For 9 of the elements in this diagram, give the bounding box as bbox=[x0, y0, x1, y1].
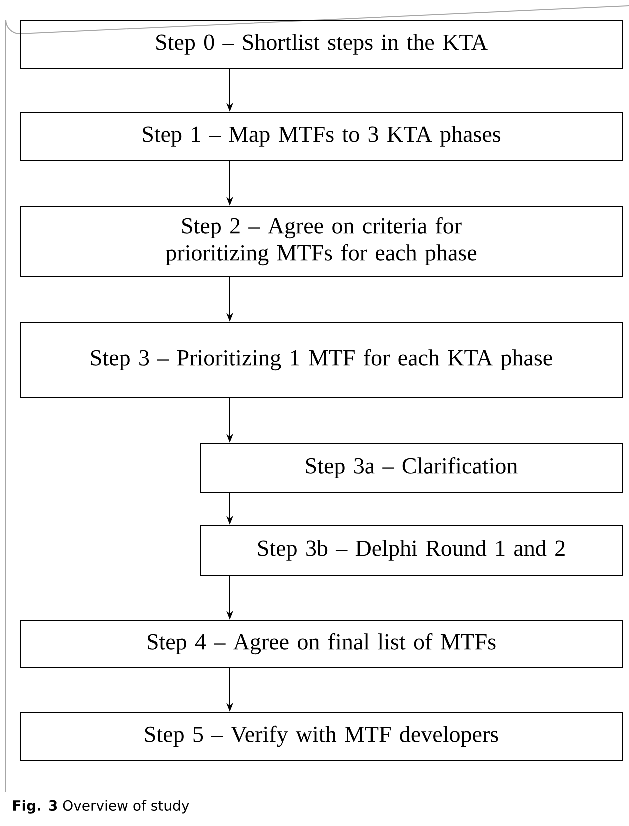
step-box: Step 3a – Clarification bbox=[200, 443, 623, 493]
figure-caption: Fig. 3 Overview of study bbox=[13, 800, 190, 814]
step-box: Step 2 – Agree on criteria for prioritizing MTFs for each phase bbox=[20, 206, 623, 277]
step-box: Step 1 – Map MTFs to 3 KTA phases bbox=[20, 112, 623, 161]
step-box: Step 0 – Shortlist steps in the KTA bbox=[20, 20, 623, 69]
step-box: Step 4 – Agree on final list of MTFs bbox=[20, 620, 623, 668]
step-box: Step 3b – Delphi Round 1 and 2 bbox=[200, 525, 623, 576]
step-box: Step 3 – Prioritizing 1 MTF for each KTA phase bbox=[20, 322, 623, 398]
step-box: Step 5 – Verify with MTF developers bbox=[20, 712, 623, 761]
